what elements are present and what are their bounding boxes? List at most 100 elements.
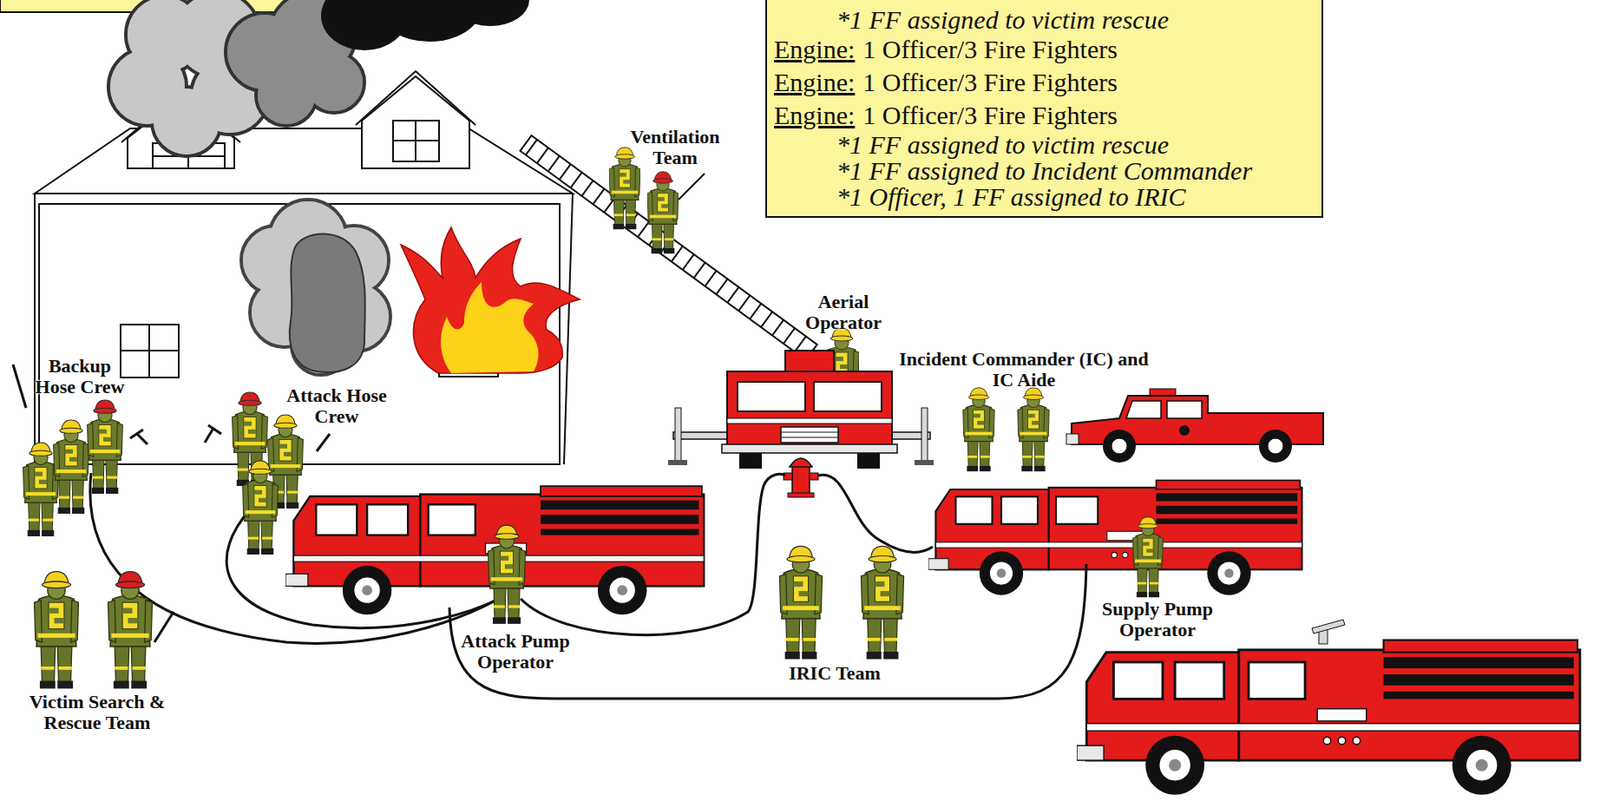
crew-label: Attack Pump Operator — [454, 630, 577, 673]
roof — [34, 128, 573, 194]
window — [393, 120, 440, 162]
firefighter — [1017, 387, 1050, 472]
staffing-note: *1 FF assigned to victim rescue — [836, 130, 1169, 159]
crew-label: Incident Commander (IC) and IC Aide — [893, 348, 1155, 391]
body-stripe — [727, 418, 892, 424]
outrigger-pad — [668, 459, 688, 466]
roster-line: Engine:1 Officer/3 Fire Fighters — [773, 65, 1317, 99]
window — [120, 324, 179, 378]
roster-line: *1 Officer, 1 FF assigned to IRIC — [773, 183, 1317, 210]
outrigger-leg — [921, 407, 928, 462]
firefighter — [242, 460, 279, 555]
aerial-truck — [668, 350, 934, 469]
firefighter — [34, 571, 79, 689]
hydrant-body — [792, 465, 810, 495]
crew-roster-box: *1 FF assigned to victim rescueEngine:1 … — [765, 0, 1324, 218]
smoke-puff — [257, 66, 315, 125]
staffing-note: 1 Officer/3 Fire Fighters — [862, 67, 1118, 97]
firefighter — [108, 571, 153, 689]
pike-pole — [678, 173, 705, 200]
interior-smoke — [241, 199, 391, 375]
deck-gun — [1311, 619, 1345, 644]
firefighter — [609, 147, 641, 230]
staffing-note: 1 Officer/3 Fire Fighters — [862, 34, 1118, 64]
roster-line: Engine:1 Officer/3 Fire Fighters — [773, 32, 1317, 66]
roster-line: Engine:1 Officer/3 Fire Fighters — [773, 98, 1317, 132]
pickup-window — [1126, 400, 1161, 419]
dark-smoke — [289, 233, 366, 373]
supply-engine — [928, 479, 1303, 595]
crew-label: IRIC Team — [769, 662, 900, 684]
grille — [780, 426, 839, 443]
apparatus-type: Engine: — [773, 67, 855, 97]
wheel — [1102, 429, 1136, 463]
window-mullion — [120, 349, 179, 352]
hose — [818, 474, 933, 552]
deck-gun-barrel — [1311, 619, 1345, 634]
grille-bar — [780, 432, 839, 433]
fire — [400, 227, 580, 377]
firefighter — [87, 400, 124, 494]
black-smoke — [451, 0, 530, 27]
firefighter — [779, 545, 822, 659]
bumper — [1066, 433, 1079, 445]
grille-bar — [780, 437, 839, 439]
dormer-gable — [355, 71, 476, 125]
house-edge — [33, 193, 36, 465]
wheel-hub — [1111, 438, 1128, 454]
flame-core — [440, 281, 539, 374]
apparatus-type: Engine: — [773, 100, 855, 130]
outrigger-leg — [675, 407, 682, 462]
bumper — [721, 444, 898, 453]
staffing-note: *1 FF assigned to victim rescue — [836, 5, 1169, 34]
roster-line: *1 FF assigned to victim rescue — [773, 6, 1317, 33]
firefighter — [23, 442, 60, 537]
firefighter — [488, 524, 526, 624]
crew-label: Supply Pump Operator — [1096, 598, 1219, 641]
roof-smoke — [108, 0, 530, 157]
pike-pole — [13, 364, 27, 408]
turntable — [785, 350, 834, 374]
hydrant-cap — [789, 458, 813, 467]
wheel — [1259, 429, 1292, 463]
house-edge — [563, 193, 573, 465]
hydrant — [783, 458, 819, 498]
apparatus-type: Engine: — [773, 34, 855, 64]
wheel-hub — [1267, 438, 1284, 454]
firefighter — [53, 419, 90, 514]
smoke-outline — [241, 199, 391, 375]
ic-vehicle — [1066, 388, 1324, 463]
crew-label: Backup Hose Crew — [31, 355, 129, 398]
firefighter — [647, 171, 679, 254]
flame — [400, 227, 580, 374]
nozzle — [130, 429, 148, 445]
roster-line: *1 FF assigned to Incident Commander — [773, 157, 1317, 184]
staffing-note: *1 Officer, 1 FF assigned to IRIC — [836, 182, 1186, 211]
hydrant-outlet — [809, 472, 819, 480]
crew-label: Victim Search & Rescue Team — [21, 691, 174, 734]
third-engine — [1076, 640, 1581, 795]
door-emblem — [1179, 425, 1190, 436]
outrigger-pad — [914, 459, 934, 466]
hose — [520, 473, 786, 635]
firefighter — [1133, 517, 1164, 598]
windshield — [813, 381, 882, 412]
tool — [204, 425, 222, 443]
tire — [857, 452, 880, 469]
windshield — [737, 381, 806, 412]
hose — [449, 563, 1087, 699]
pike-pole — [316, 433, 330, 452]
crew-label: Ventilation Team — [622, 126, 728, 169]
staffing-note: 1 Officer/3 Fire Fighters — [862, 100, 1118, 130]
axe — [154, 611, 174, 643]
tire — [739, 452, 762, 469]
staffing-note: *1 FF assigned to Incident Commander — [836, 156, 1253, 185]
hose-lines — [90, 472, 1087, 699]
roster-line: *1 FF assigned to victim rescue — [773, 131, 1317, 158]
pickup-window — [1167, 400, 1202, 419]
firefighter — [860, 545, 904, 659]
crew-label: Attack Hose Crew — [281, 385, 393, 427]
hydrant-base — [787, 492, 814, 498]
dormer — [361, 76, 470, 169]
